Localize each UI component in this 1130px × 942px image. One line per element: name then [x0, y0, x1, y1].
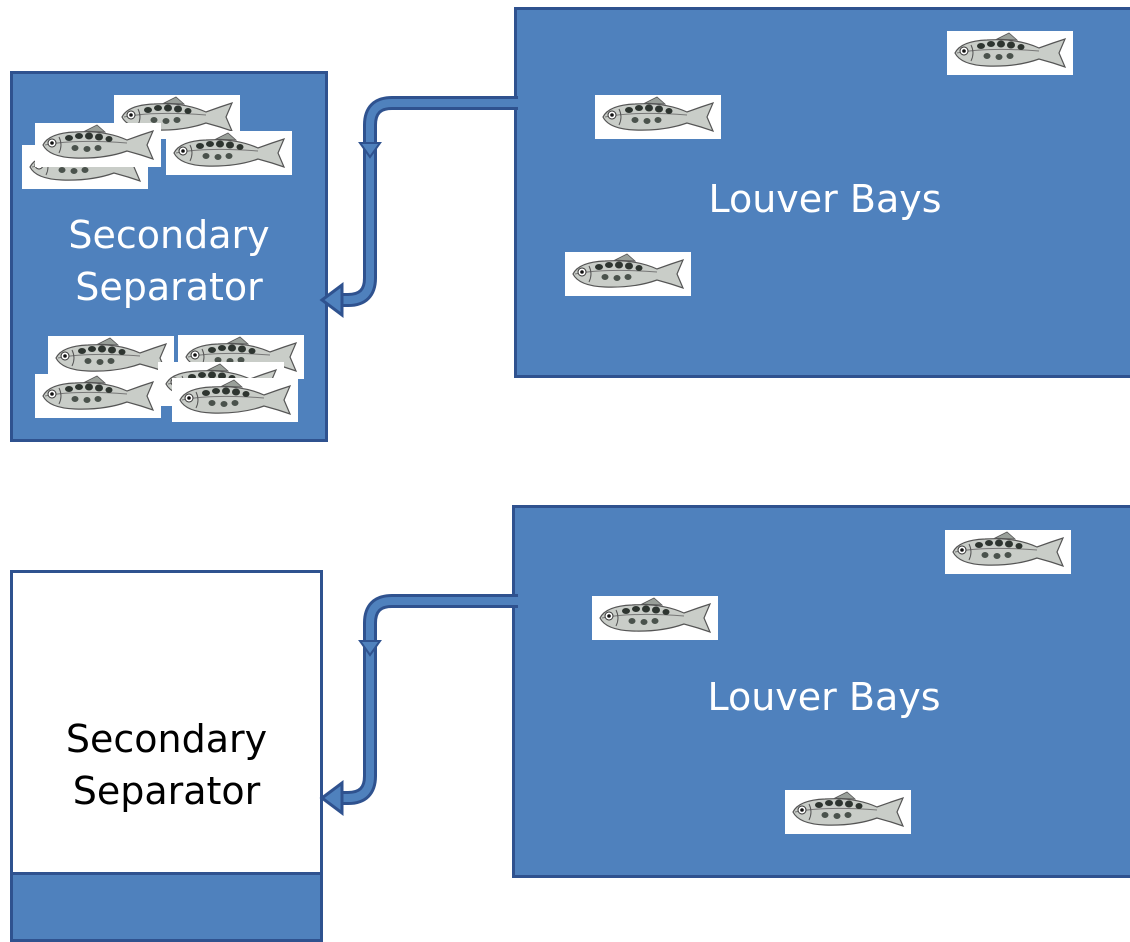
secondary-separator-box-bottom: Secondary Separator	[10, 570, 323, 942]
separator-label-line1: Secondary	[65, 717, 268, 761]
fish-icon	[592, 596, 718, 640]
curved-pipe-arrow-icon-bottom	[322, 601, 518, 813]
fish-icon	[785, 790, 911, 834]
fish-icon	[35, 123, 161, 167]
louver-bays-label-top: Louver Bays	[708, 177, 942, 221]
fish-icon	[595, 95, 721, 139]
fish-icon	[35, 374, 161, 418]
fish-icon	[945, 530, 1071, 574]
fish-icon	[172, 378, 298, 422]
separator-label-line2: Separator	[75, 265, 263, 309]
separator-fill-level-bottom	[13, 872, 320, 939]
separator-label-line1: Secondary	[68, 213, 270, 257]
fish-icon	[565, 252, 691, 296]
separator-label-line2: Separator	[72, 769, 261, 813]
louver-bays-label-bottom: Louver Bays	[707, 675, 941, 719]
fish-icon	[166, 131, 292, 175]
secondary-separator-label-top: Secondary Separator	[13, 209, 325, 313]
curved-pipe-arrow-icon-top	[322, 103, 518, 315]
fish-icon	[947, 31, 1073, 75]
secondary-separator-label-bottom: Secondary Separator	[13, 713, 320, 817]
